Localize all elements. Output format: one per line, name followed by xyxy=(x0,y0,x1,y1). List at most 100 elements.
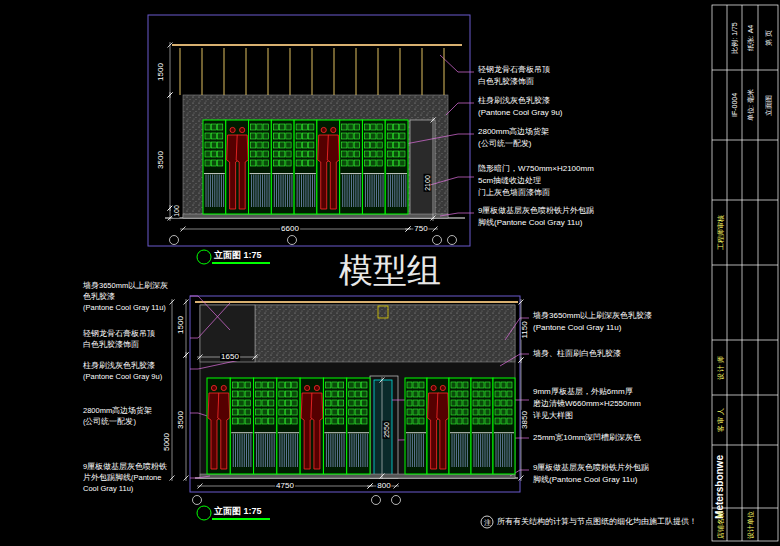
hanging-garment xyxy=(480,434,481,467)
dimension-tick xyxy=(433,227,438,232)
dimension-line xyxy=(433,117,434,221)
shelf-bin xyxy=(485,418,490,424)
hanging-garment xyxy=(344,434,345,467)
shelf-bin xyxy=(393,133,398,139)
shelf-bin xyxy=(325,382,330,388)
shelf-bin xyxy=(292,391,297,397)
hanging-garment xyxy=(414,434,415,467)
mannequin-head xyxy=(211,385,216,390)
hanging-garment xyxy=(337,434,338,467)
brand-name: Metersbonwe xyxy=(715,455,725,519)
shelf-bin xyxy=(239,400,244,406)
hanging-garment xyxy=(284,434,285,467)
hanging-garment xyxy=(248,434,249,467)
hanging-garment xyxy=(365,434,366,467)
shelf-unit xyxy=(254,378,277,474)
hanging-garment xyxy=(358,434,359,467)
annotation-text: (公司统一配发) xyxy=(478,140,531,148)
shelf-bin xyxy=(262,400,267,406)
hanging-garment xyxy=(378,175,379,207)
shelf-bin xyxy=(451,418,456,424)
shelf-bin xyxy=(387,151,392,157)
shelf-bin xyxy=(355,400,360,406)
shelf-bin xyxy=(211,151,216,157)
title-block-line xyxy=(712,395,778,396)
hanging-garment xyxy=(410,434,411,467)
shelf-bin xyxy=(362,418,367,424)
shelf-bin xyxy=(239,382,244,388)
shelf-unit xyxy=(449,378,471,474)
hanging-rod xyxy=(324,432,345,433)
shelf-bin xyxy=(485,400,490,406)
shelf-bin xyxy=(451,400,456,406)
ceiling-batten xyxy=(224,48,225,95)
hanging-garment xyxy=(394,175,395,207)
hanging-garment xyxy=(369,175,370,207)
title-block-text: 纸张: A4 xyxy=(747,25,754,51)
shelf-bin xyxy=(362,409,367,415)
drawing-frame xyxy=(148,15,470,246)
leader-line xyxy=(500,354,529,366)
hanging-garment xyxy=(511,434,512,467)
leader-line xyxy=(190,303,230,338)
hanging-garment xyxy=(392,175,393,207)
shelf-bin xyxy=(400,142,405,148)
shelf-bin xyxy=(286,124,291,130)
annotation-text: (Pantone Cool Gray 11u) xyxy=(83,304,166,312)
dimension-tick xyxy=(368,484,373,489)
shelf-unit xyxy=(347,378,370,474)
annotation-text: (公司统一配发) xyxy=(83,418,136,426)
shelf-bin xyxy=(218,151,223,157)
shelf-bin xyxy=(232,418,237,424)
title-block-text: 第 页 xyxy=(765,30,772,46)
leader-line xyxy=(400,134,474,145)
shelf-bin xyxy=(349,400,354,406)
dimension-tick xyxy=(519,476,524,481)
annotation-text: 25mm宽10mm深凹槽刷深灰色 xyxy=(533,434,641,442)
shelf-bin xyxy=(342,124,347,130)
hanging-garment xyxy=(335,434,336,467)
dimension-tick xyxy=(519,358,524,363)
shelf-bin xyxy=(387,160,392,166)
hanging-garment xyxy=(460,434,461,467)
hanging-garment xyxy=(358,175,359,207)
shelf-bin xyxy=(285,382,290,388)
note-marker-text: 注 xyxy=(484,519,491,526)
title-block-line xyxy=(712,340,778,341)
mannequin-body xyxy=(327,135,339,209)
hanging-garment xyxy=(367,175,368,207)
annotation-text: (Pantone Cool Gray 9u) xyxy=(83,373,162,381)
shelf-bin xyxy=(211,133,216,139)
annotation-text: 墙身3650mm以上刷深灰色乳胶漆 xyxy=(533,312,652,320)
shelf-bin xyxy=(342,133,347,139)
annotation-text: 白色乳胶漆饰面 xyxy=(83,341,139,349)
shelf-bin xyxy=(268,418,273,424)
shelf-bin xyxy=(279,382,284,388)
shelf-bin xyxy=(263,133,268,139)
shelf-bin xyxy=(263,142,268,148)
shelf-bin xyxy=(393,142,398,148)
hanging-garment xyxy=(367,434,368,467)
shelf-bin xyxy=(419,382,424,388)
shelf-bin xyxy=(362,400,367,406)
ceiling-batten xyxy=(246,48,247,95)
mirror-panel xyxy=(374,380,392,476)
shelf-bin xyxy=(273,124,278,130)
title-block-border xyxy=(712,5,778,541)
title-block-text: 工程师审核 xyxy=(717,215,724,250)
shelf-bin xyxy=(355,391,360,397)
leader-line xyxy=(440,213,474,216)
shelf-bin xyxy=(507,391,512,397)
hanging-garment xyxy=(356,434,357,467)
dimension-text: 3850 xyxy=(521,410,529,430)
title-block-line xyxy=(727,5,728,541)
shelf-bin xyxy=(292,382,297,388)
hanging-garment xyxy=(355,175,356,207)
hanging-garment xyxy=(390,175,391,207)
shelf-bin xyxy=(457,400,462,406)
shelf-bin xyxy=(400,124,405,130)
ceiling-batten xyxy=(356,48,357,95)
dimension-line xyxy=(186,299,187,358)
shelf-bin xyxy=(205,133,210,139)
shelf-bin xyxy=(407,391,412,397)
